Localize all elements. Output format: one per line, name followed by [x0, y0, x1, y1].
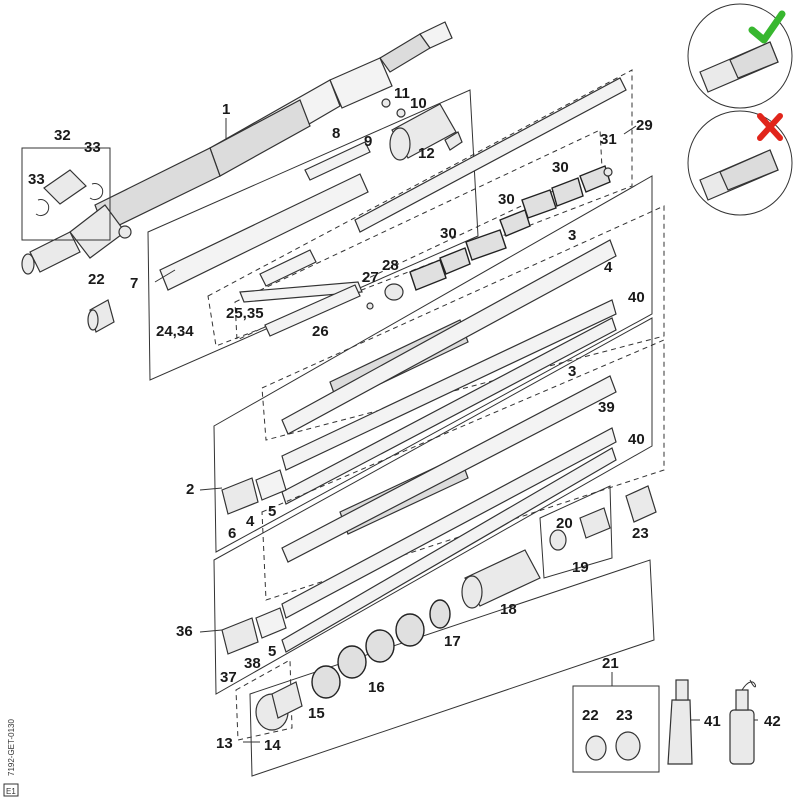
callout-11: 11 — [394, 85, 410, 102]
part-13-frame — [235, 559, 655, 777]
callout-33a: 33 — [28, 171, 45, 188]
callout-19: 19 — [572, 559, 589, 576]
callout-9: 9 — [364, 133, 372, 150]
tube-middle-group — [261, 339, 665, 653]
corner-mark: E1 — [3, 783, 19, 797]
callout-30b: 30 — [498, 191, 515, 208]
oil-bottle — [729, 679, 756, 765]
callout-41: 41 — [704, 713, 721, 730]
callout-29: 29 — [636, 117, 653, 134]
clamp-assembly — [381, 98, 463, 161]
callout-39: 39 — [598, 399, 615, 416]
callout-26: 26 — [312, 323, 329, 340]
callout-4b: 4 — [246, 513, 255, 530]
shaft-7-frame — [147, 89, 479, 381]
callout-22a: 22 — [88, 271, 105, 288]
callout-3a: 3 — [568, 227, 576, 244]
tube-36-frame — [213, 317, 653, 695]
callout-3b: 3 — [568, 363, 576, 380]
callout-40a: 40 — [628, 289, 645, 306]
callout-30a: 30 — [440, 225, 457, 242]
callout-15: 15 — [308, 705, 325, 722]
callout-24-34: 24,34 — [156, 323, 194, 340]
callout-6: 6 — [228, 525, 236, 542]
part-32-box — [21, 147, 111, 241]
part-22-bushing — [87, 299, 115, 333]
callout-2: 2 — [186, 481, 194, 498]
callout-10: 10 — [410, 95, 427, 112]
callout-1: 1 — [222, 101, 230, 118]
svg-text:E1: E1 — [6, 787, 16, 796]
callout-20: 20 — [556, 515, 573, 532]
spring-set — [409, 165, 613, 291]
callout-8: 8 — [332, 125, 340, 142]
callout-40b: 40 — [628, 431, 645, 448]
callout-18: 18 — [500, 601, 517, 618]
inset-correct — [687, 3, 793, 109]
callout-5a: 5 — [268, 503, 276, 520]
callout-37: 37 — [220, 669, 237, 686]
callout-33b: 33 — [84, 139, 101, 156]
callout-30c: 30 — [552, 159, 569, 176]
callout-16: 16 — [368, 679, 385, 696]
tube-2-frame — [213, 175, 665, 553]
callout-32: 32 — [54, 127, 71, 144]
side-code: 7192-GET-0130 — [7, 719, 16, 776]
callout-36: 36 — [176, 623, 193, 640]
callout-25-35: 25,35 — [226, 305, 264, 322]
callout-12: 12 — [418, 145, 435, 162]
callout-23b: 23 — [616, 707, 633, 724]
check-mark-icon — [748, 10, 786, 44]
part-19-frame — [539, 485, 613, 579]
part-18-sleeve — [461, 549, 541, 609]
leader-lines — [154, 118, 758, 743]
cross-mark-icon — [757, 113, 783, 141]
callouts: 1 2 3 3 4 4 5 5 6 7 8 9 10 11 12 13 14 1… — [28, 85, 781, 754]
callout-5b: 5 — [268, 643, 276, 660]
inset-incorrect — [687, 110, 793, 216]
callout-23a: 23 — [632, 525, 649, 542]
drive-shaft-assembly — [21, 21, 453, 275]
callout-22b: 22 — [582, 707, 599, 724]
callout-31: 31 — [600, 131, 617, 148]
callout-7: 7 — [130, 275, 138, 292]
callout-42: 42 — [764, 713, 781, 730]
callout-21: 21 — [602, 655, 619, 672]
callout-13: 13 — [216, 735, 233, 752]
part-21-kit-box — [572, 685, 660, 773]
callout-14: 14 — [264, 737, 281, 754]
callout-17: 17 — [444, 633, 461, 650]
callout-28: 28 — [382, 257, 399, 274]
part-23-bushing — [625, 485, 657, 523]
callout-38: 38 — [244, 655, 261, 672]
callout-4a: 4 — [604, 259, 613, 276]
grease-tube — [667, 679, 693, 765]
callout-27: 27 — [362, 269, 379, 286]
